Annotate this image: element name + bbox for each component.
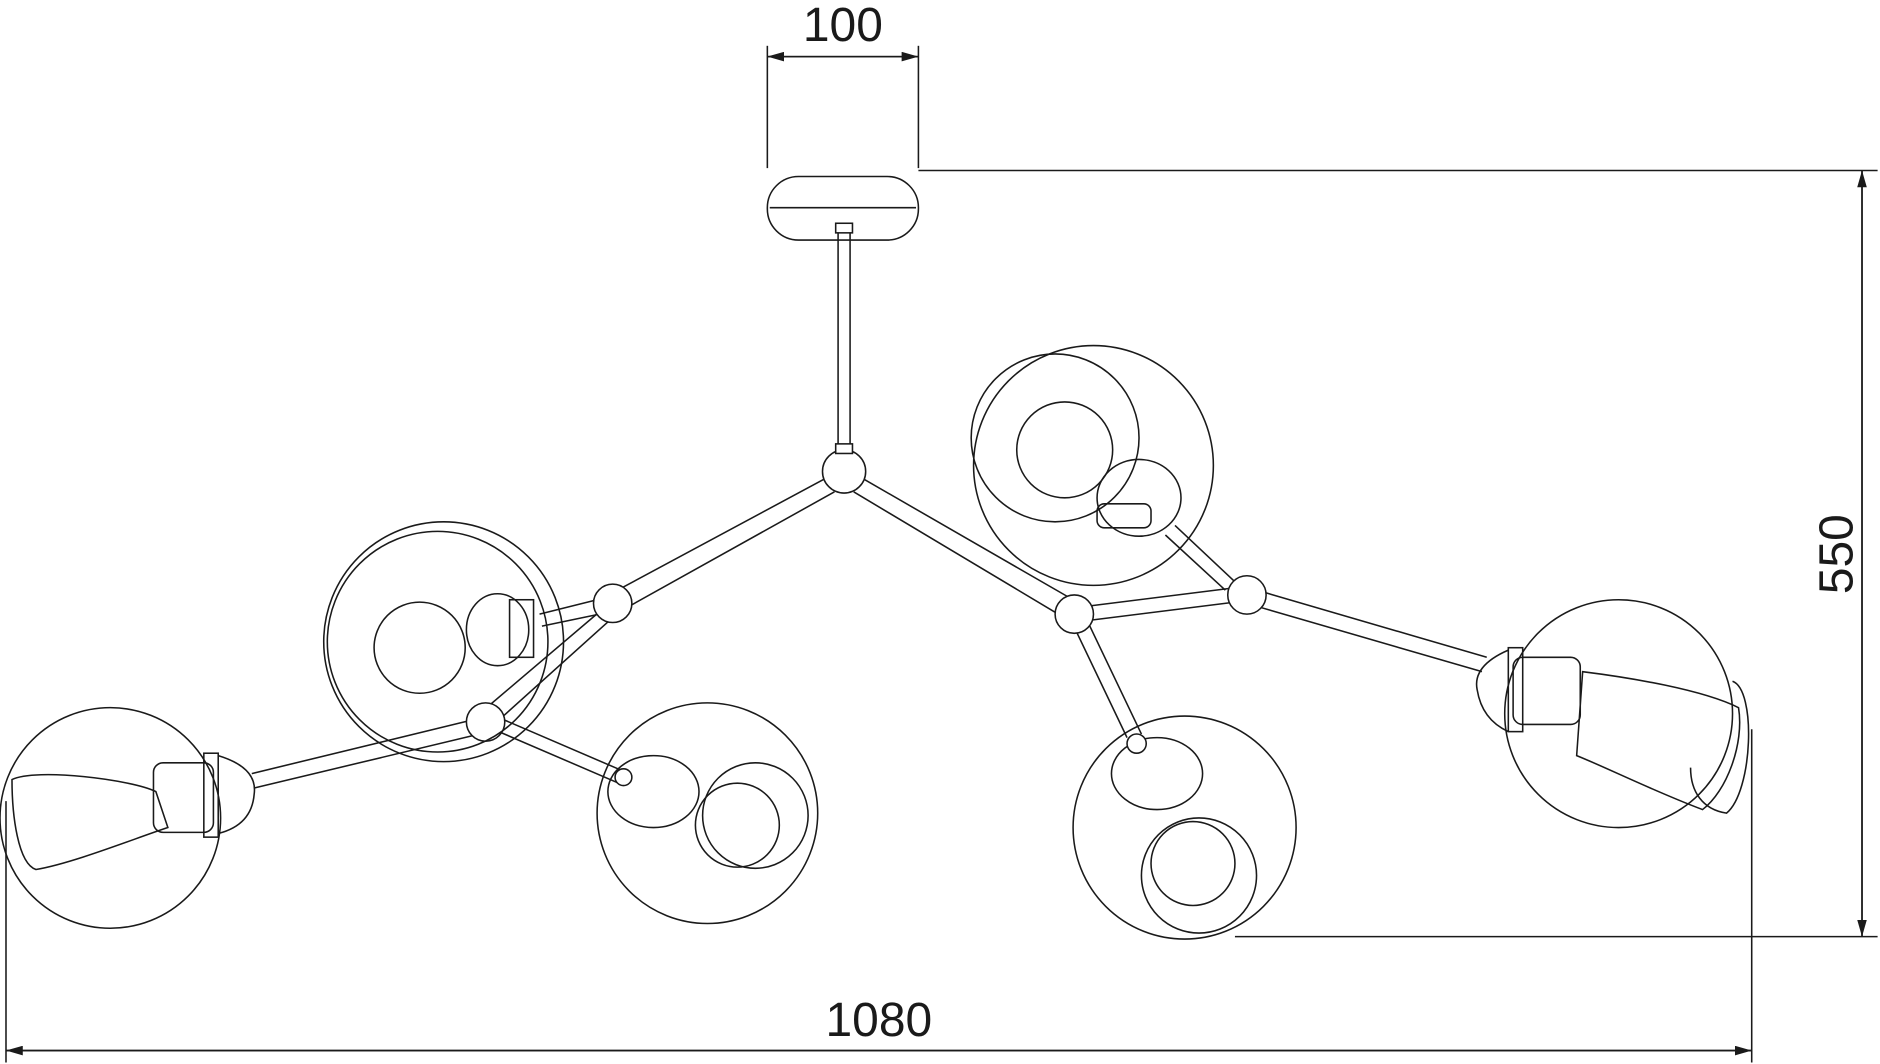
dimension-label-height: 550 [1810,514,1863,594]
dimension-height: 550 [918,169,1878,938]
stem [837,232,851,447]
arms [251,476,1487,789]
globe-far-right [1475,598,1750,829]
dimension-label-width: 1080 [826,994,933,1047]
dimension-total-width: 1080 [5,729,1753,1063]
globe-far-left [0,706,256,930]
dimension-label-canopy: 100 [803,0,883,52]
ceiling-canopy [766,175,920,241]
globe-upper-left [322,521,565,763]
globe-lower-right [1072,715,1297,940]
joints [465,443,1267,743]
dimension-canopy-width: 100 [766,0,920,169]
globe-lower-middle [596,702,819,925]
globe-upper-right [970,344,1215,587]
